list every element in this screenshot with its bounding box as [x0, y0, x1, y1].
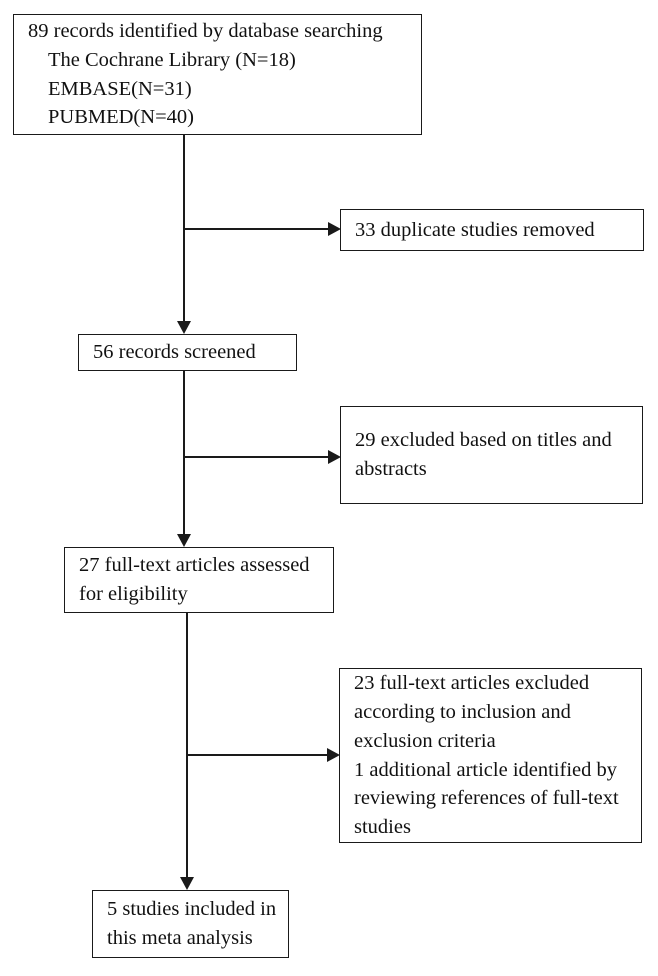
- connector-identified-to-duplicates: [183, 228, 333, 231]
- box-excluded-titles-abstracts: 29 excluded based on titles and abstract…: [340, 406, 643, 504]
- box-duplicates-removed: 33 duplicate studies removed: [340, 209, 644, 251]
- arrow-right-icon: [328, 222, 341, 236]
- fulltext-excluded-line-6: studies: [354, 815, 411, 838]
- connector-identified-to-screened: [183, 228, 186, 322]
- records-identified-line-1: 89 records identified by database search…: [28, 20, 383, 43]
- excluded-titles-abstracts-line-2: abstracts: [355, 458, 427, 480]
- box-fulltext-excluded: 23 full-text articles excluded according…: [339, 668, 642, 843]
- connector-screened-to-excluded: [183, 456, 333, 459]
- arrow-down-icon: [177, 534, 191, 547]
- arrow-right-icon: [327, 748, 340, 762]
- connector-fulltext-trunk: [186, 613, 189, 756]
- arrow-down-icon: [177, 321, 191, 334]
- box-studies-included: 5 studies included in this meta analysis: [92, 890, 289, 958]
- box-records-screened: 56 records screened: [78, 334, 297, 371]
- records-identified-line-4: PUBMED(N=40): [48, 106, 194, 129]
- connector-screened-to-fulltext: [183, 456, 186, 535]
- arrow-down-icon: [180, 877, 194, 890]
- connector-fulltext-to-included: [186, 754, 189, 878]
- fulltext-excluded-line-1: 23 full-text articles excluded: [354, 672, 590, 695]
- duplicates-removed-line-1: 33 duplicate studies removed: [355, 218, 595, 241]
- fulltext-assessed-line-1: 27 full-text articles assessed: [79, 554, 310, 577]
- studies-included-line-2: this meta analysis: [107, 927, 253, 949]
- records-identified-line-3: EMBASE(N=31): [48, 77, 192, 100]
- fulltext-assessed-line-2: for eligibility: [79, 583, 188, 605]
- fulltext-excluded-line-2: according to inclusion and: [354, 701, 571, 724]
- connector-fulltext-to-excluded: [186, 754, 332, 757]
- records-screened-line-1: 56 records screened: [93, 341, 256, 364]
- connector-screened-trunk: [183, 371, 186, 458]
- fulltext-excluded-line-4: 1 additional article identified by: [354, 758, 617, 781]
- studies-included-line-1: 5 studies included in: [107, 898, 277, 921]
- excluded-titles-abstracts-line-1: 29 excluded based on titles and: [355, 429, 612, 452]
- records-identified-line-2: The Cochrane Library (N=18): [48, 48, 296, 71]
- box-fulltext-assessed: 27 full-text articles assessed for eligi…: [64, 547, 334, 613]
- fulltext-excluded-line-3: exclusion criteria: [354, 729, 496, 752]
- fulltext-excluded-line-5: reviewing references of full-text: [354, 787, 619, 810]
- connector-identified-trunk: [183, 135, 186, 230]
- box-records-identified: 89 records identified by database search…: [13, 14, 422, 135]
- arrow-right-icon: [328, 450, 341, 464]
